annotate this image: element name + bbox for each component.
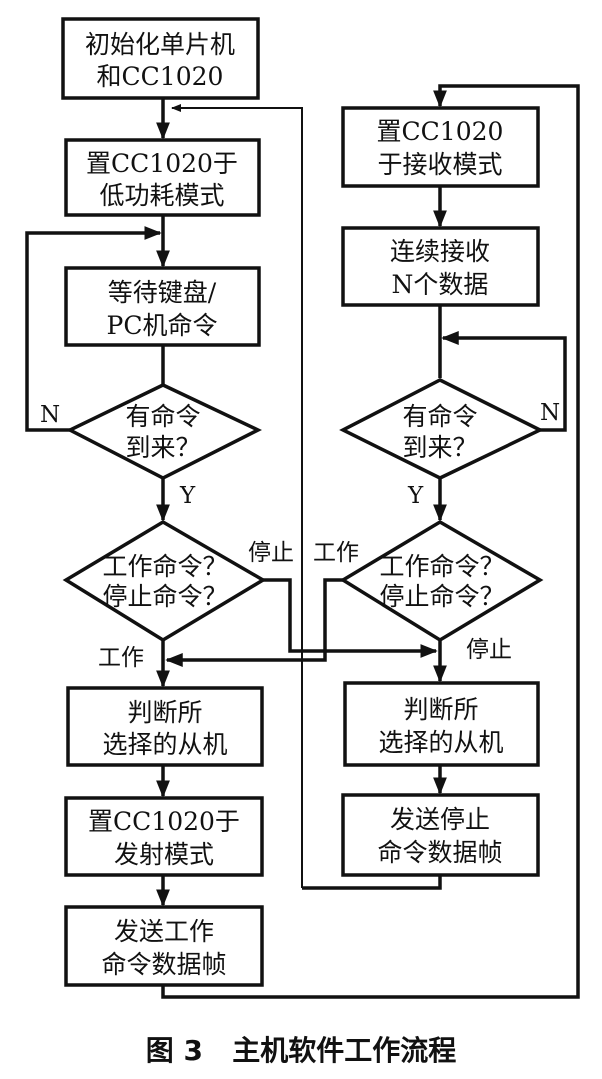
node-text: 到来？: [125, 433, 200, 462]
node-init: 初始化单片机 和CC1020: [61, 17, 260, 100]
node-recv-n: 连续接收 N个数据: [341, 226, 540, 307]
edge-label-n-left: N: [40, 402, 60, 428]
node-text: 判断所: [403, 695, 478, 724]
edge-label-stop-left: 停止: [248, 540, 294, 566]
edge-label-stop-right: 停止: [466, 637, 512, 663]
node-text: 发送工作: [114, 917, 214, 946]
node-text: 置CC1020: [377, 117, 504, 146]
decision-has-cmd-right: 有命令 到来？: [339, 378, 544, 480]
node-text: 初始化单片机: [85, 30, 235, 59]
edge-label-y-left: Y: [179, 483, 196, 509]
edge-label-y-right: Y: [407, 483, 424, 509]
node-text: 置CC1020于: [88, 807, 240, 836]
node-text: 发射模式: [114, 840, 214, 869]
decision-has-cmd-left: 有命令 到来？: [66, 383, 262, 480]
edge-label-n-right: N: [540, 400, 560, 426]
node-text: 判断所: [127, 698, 202, 727]
node-judge-slave-right: 判断所 选择的从机: [343, 681, 540, 767]
node-text: 工作命令？: [102, 552, 227, 581]
node-judge-slave-left: 判断所 选择的从机: [66, 686, 264, 767]
node-text: 和CC1020: [97, 62, 224, 91]
node-send-work: 发送工作 命令数据帧: [64, 905, 264, 987]
node-text: 停止命令？: [102, 582, 227, 611]
node-text: 选择的从机: [102, 730, 227, 759]
node-text: 命令数据帧: [101, 950, 226, 979]
decision-work-stop-right: 工作命令？ 停止命令？: [339, 519, 544, 643]
node-text: 有命令: [125, 402, 200, 431]
edge-label-work-right: 工作: [313, 540, 359, 566]
node-text: 选择的从机: [378, 728, 503, 757]
node-text: 发送停止: [390, 805, 490, 834]
figure-caption: 图 3 主机软件工作流程: [146, 1034, 456, 1067]
node-low-power: 置CC1020于 低功耗模式: [64, 138, 261, 217]
node-send-stop: 发送停止 命令数据帧: [341, 793, 540, 877]
node-text: PC机命令: [107, 311, 218, 340]
node-tx-mode: 置CC1020于 发射模式: [64, 796, 264, 877]
node-text: 置CC1020于: [86, 149, 238, 178]
node-text: 工作命令？: [379, 552, 504, 581]
node-text: 连续接收: [390, 237, 490, 266]
node-text: 有命令: [402, 402, 477, 431]
node-rx-mode: 置CC1020 于接收模式: [341, 106, 540, 188]
node-wait-cmd: 等待键盘/ PC机命令: [64, 266, 261, 347]
node-text: N个数据: [392, 270, 489, 299]
node-text: 等待键盘/: [108, 278, 217, 307]
node-text: 停止命令？: [379, 582, 504, 611]
node-text: 命令数据帧: [377, 838, 502, 867]
node-text: 到来？: [402, 433, 477, 462]
node-text: 于接收模式: [377, 150, 502, 179]
connectors: [25, 84, 580, 999]
decision-work-stop-left: 工作命令？ 停止命令？: [62, 519, 267, 643]
node-text: 低功耗模式: [99, 181, 224, 210]
edge-label-work-left: 工作: [98, 645, 144, 671]
